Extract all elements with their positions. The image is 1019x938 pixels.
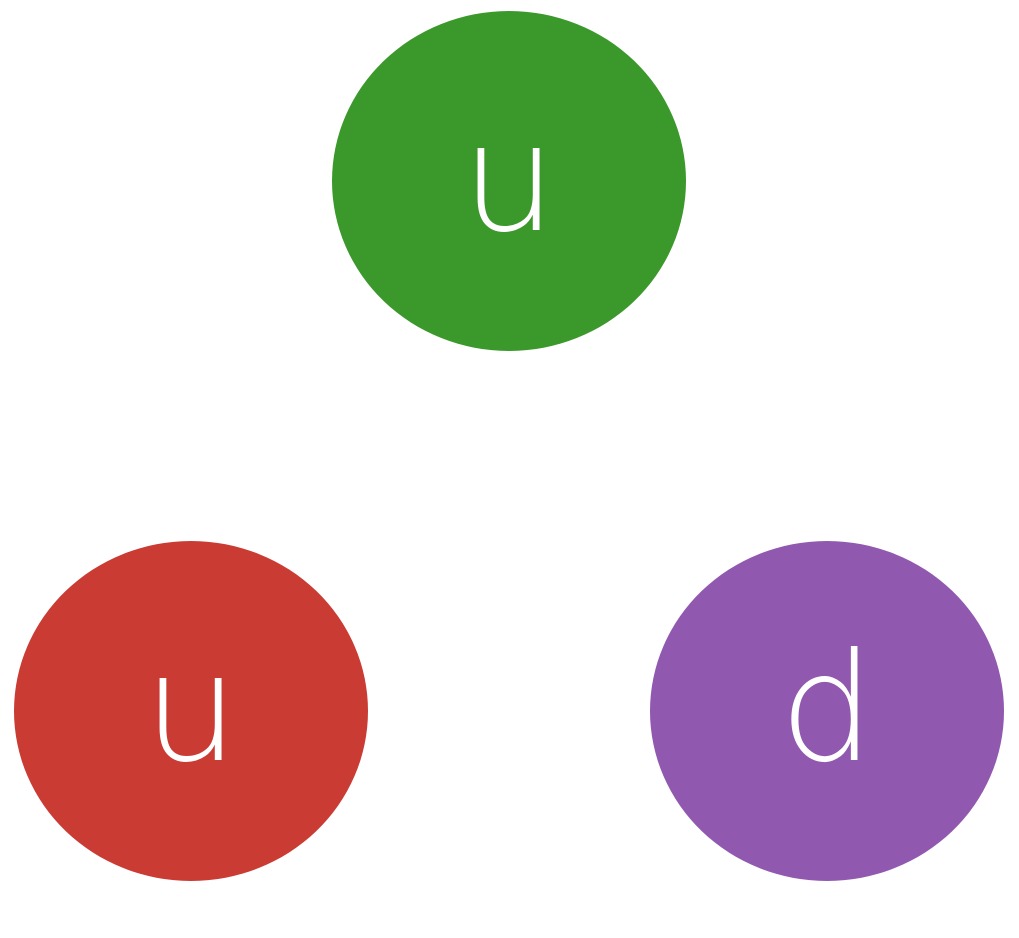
- purple-quark-label: d: [779, 622, 875, 796]
- red-quark-label: u: [143, 622, 239, 796]
- purple-quark-circle: d: [650, 541, 1004, 881]
- red-quark-circle: u: [14, 541, 368, 881]
- green-quark-circle: u: [332, 11, 686, 351]
- green-quark-label: u: [461, 92, 557, 266]
